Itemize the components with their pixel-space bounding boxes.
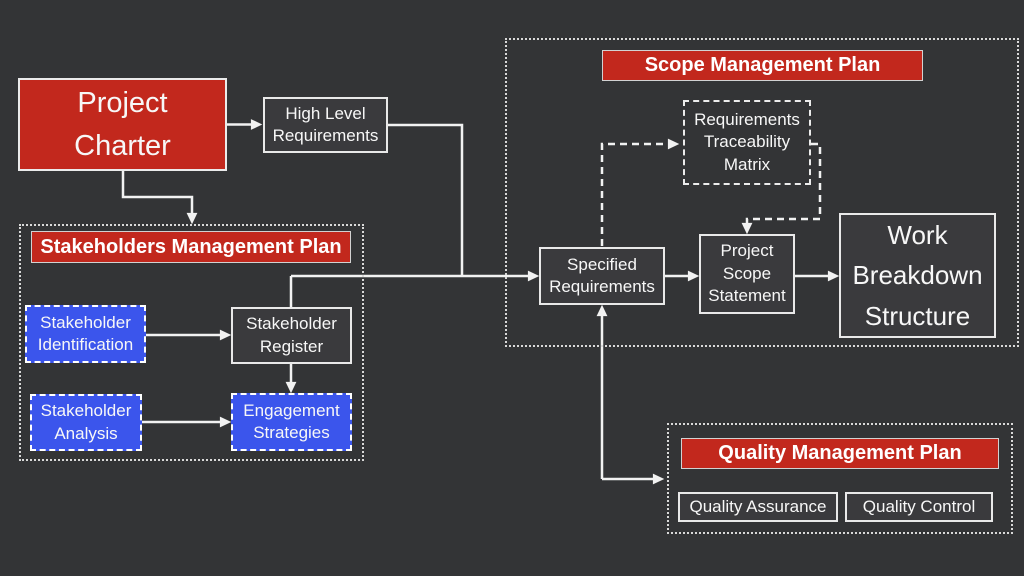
stakeholders-plan-container — [19, 224, 364, 461]
quality-plan-title: Quality Management Plan — [681, 438, 999, 469]
stakeholder-identification-node: Stakeholder Identification — [25, 305, 146, 363]
stakeholders-plan-title: Stakeholders Management Plan — [31, 231, 351, 263]
work-breakdown-structure-node: Work Breakdown Structure — [839, 213, 996, 338]
high-level-requirements-node: High Level Requirements — [263, 97, 388, 153]
edge-hlr-drop-line — [388, 123, 464, 276]
scope-plan-title: Scope Management Plan — [602, 50, 923, 81]
scope-plan-container — [505, 38, 1019, 347]
quality-assurance-node: Quality Assurance — [678, 492, 838, 522]
edge-charter-to-stakeholders-plan — [121, 171, 198, 225]
project-scope-statement-node: Project Scope Statement — [699, 234, 795, 314]
project-charter-node: Project Charter — [18, 78, 227, 171]
quality-plan-container — [667, 423, 1013, 534]
stakeholder-register-node: Stakeholder Register — [231, 307, 352, 364]
specified-requirements-node: Specified Requirements — [539, 247, 665, 305]
stakeholder-analysis-node: Stakeholder Analysis — [30, 394, 142, 451]
requirements-traceability-matrix-node: Requirements Traceability Matrix — [683, 100, 811, 185]
edge-rtm-to-scope-statement-dashed — [741, 142, 822, 235]
quality-control-node: Quality Control — [845, 492, 993, 522]
edge-specified-to-rtm-dashed — [600, 138, 680, 246]
engagement-strategies-node: Engagement Strategies — [231, 393, 352, 451]
